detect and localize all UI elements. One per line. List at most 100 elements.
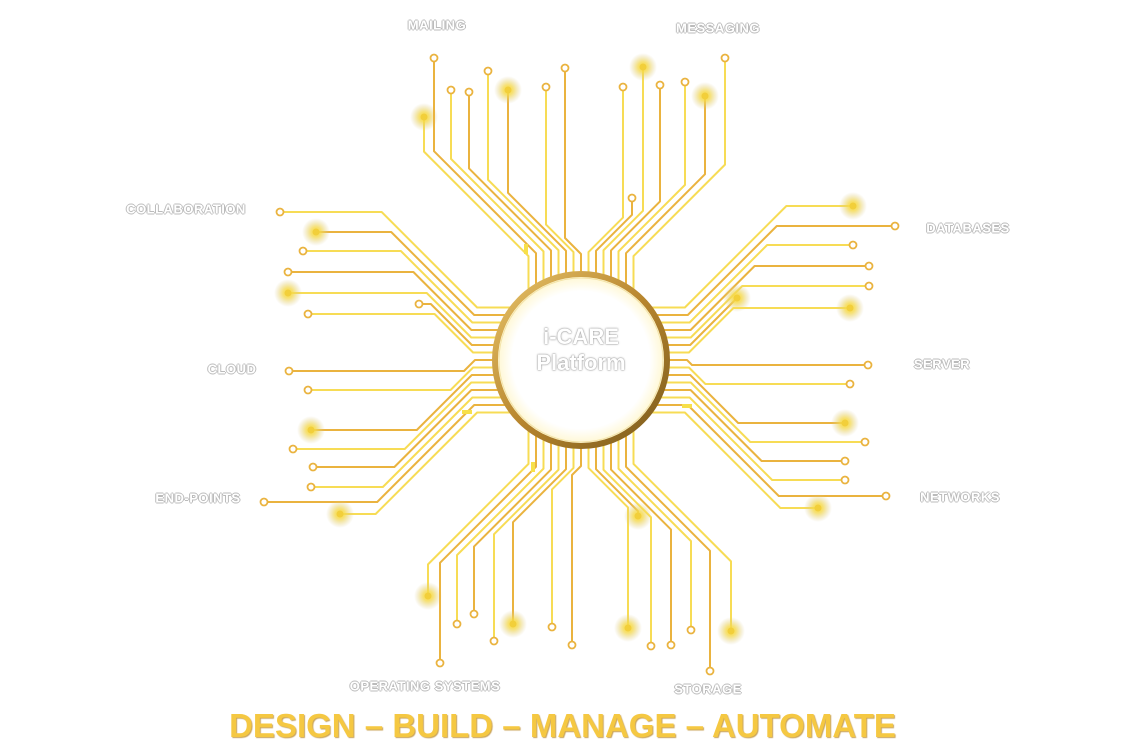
- trace-node: [547, 622, 557, 632]
- circuit-trace: [433, 58, 537, 287]
- circuit-trace: [308, 313, 496, 354]
- circuit-trace: [654, 404, 886, 497]
- circuit-trace: [617, 82, 686, 283]
- circuit-trace: [632, 58, 726, 292]
- circuit-trace: [667, 359, 868, 366]
- circuit-trace: [665, 374, 845, 424]
- circuit-trace: [571, 446, 582, 645]
- circuit-trace: [564, 68, 582, 274]
- chip-pad: [524, 244, 528, 254]
- chip-pad: [531, 462, 535, 472]
- circuit-trace: [661, 389, 845, 462]
- circuit-trace: [439, 433, 537, 663]
- circuit-trace: [625, 96, 706, 287]
- tagline: DESIGN – BUILD – MANAGE – AUTOMATE: [229, 707, 896, 744]
- circuit-trace: [665, 297, 738, 346]
- circuit-trace: [654, 225, 895, 316]
- circuit-trace: [545, 87, 575, 275]
- trace-node: [680, 77, 690, 87]
- trace-node: [618, 82, 628, 92]
- trace-node: [284, 366, 294, 376]
- circuit-trace: [316, 231, 508, 316]
- circuit-trace: [661, 265, 869, 331]
- circuit-trace: [512, 444, 567, 624]
- label-networks: NETWORKS: [920, 489, 1000, 505]
- trace-node: [840, 456, 850, 466]
- trace-node: [259, 497, 269, 507]
- circuit-trace: [664, 381, 865, 443]
- circuit-trace: [313, 389, 501, 468]
- trace-node: [483, 66, 493, 76]
- trace-node: [686, 625, 696, 635]
- platform-title-line1: i-CARE: [543, 324, 619, 349]
- circuit-trace: [666, 307, 850, 354]
- trace-node: [541, 82, 551, 92]
- trace-node: [303, 309, 313, 319]
- trace-node: [881, 491, 891, 501]
- platform-title-line2: Platform: [536, 350, 626, 375]
- trace-node: [275, 207, 285, 217]
- circuit-trace: [288, 271, 501, 331]
- trace-node: [283, 267, 293, 277]
- circuit-trace: [658, 396, 845, 481]
- trace-node: [464, 87, 474, 97]
- chip-pad: [462, 410, 472, 414]
- trace-node: [646, 641, 656, 651]
- trace-node: [303, 385, 313, 395]
- label-storage: STORAGE: [674, 681, 742, 697]
- circuit-trace: [625, 433, 711, 671]
- circuit-trace: [632, 428, 732, 631]
- circuit-trace: [610, 440, 672, 645]
- circuit-trace: [664, 285, 869, 339]
- circuit-trace: [423, 117, 530, 292]
- trace-node: [435, 658, 445, 668]
- trace-node: [452, 619, 462, 629]
- circuit-trace: [507, 90, 567, 276]
- circuit-trace: [293, 381, 498, 450]
- circuit-trace: [303, 250, 504, 324]
- trace-node: [864, 281, 874, 291]
- label-cloud: CLOUD: [207, 361, 257, 377]
- trace-node: [864, 261, 874, 271]
- circuit-trace: [280, 211, 513, 309]
- trace-node: [666, 640, 676, 650]
- label-end-points: END-POINTS: [155, 490, 241, 506]
- trace-node: [840, 475, 850, 485]
- label-server: SERVER: [913, 356, 971, 372]
- trace-node: [469, 609, 479, 619]
- trace-node: [308, 462, 318, 472]
- chip-pad: [682, 404, 692, 408]
- trace-node: [655, 80, 665, 90]
- trace-node: [306, 482, 316, 492]
- label-mailing: MAILING: [407, 17, 467, 33]
- circuit-trace: [456, 437, 545, 624]
- circuit-trace: [450, 90, 545, 283]
- trace-node: [489, 636, 499, 646]
- circuit-trace: [617, 437, 692, 630]
- circuit-trace: [493, 443, 560, 641]
- trace-node: [429, 53, 439, 63]
- circuit-trace: [649, 411, 818, 509]
- circuit-trace: [587, 445, 629, 628]
- trace-node: [720, 53, 730, 63]
- circuit-trace: [602, 443, 652, 646]
- circuit-trace: [288, 292, 498, 339]
- circuit-trace: [602, 67, 644, 277]
- circuit-trace: [473, 440, 552, 614]
- trace-node: [288, 444, 298, 454]
- trace-node: [860, 437, 870, 447]
- circuit-trace: [264, 404, 508, 503]
- circuit-trace: [427, 428, 530, 596]
- circuit-trace: [468, 92, 552, 280]
- circuit-trace: [289, 359, 495, 372]
- label-messaging: MESSAGING: [676, 20, 760, 36]
- platform-title: i-CARE Platform: [536, 324, 625, 376]
- trace-node: [414, 299, 424, 309]
- circuit-trace: [487, 71, 560, 277]
- trace-node: [446, 85, 456, 95]
- circuit-trace: [311, 374, 497, 431]
- platform-ring: [492, 271, 670, 449]
- trace-node: [627, 193, 637, 203]
